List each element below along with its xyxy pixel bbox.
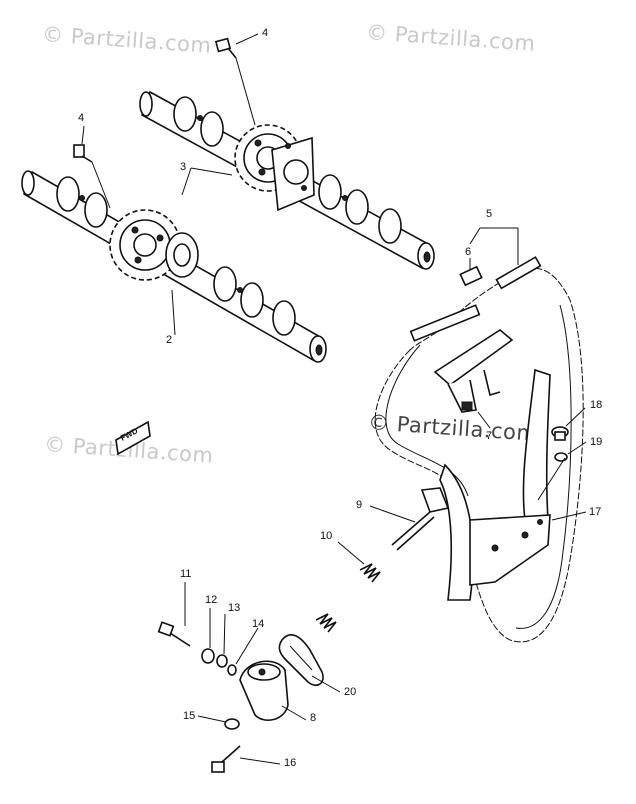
bolt-18: [551, 426, 569, 441]
washer-13: [216, 654, 228, 668]
callout-18: 18: [590, 399, 603, 411]
bolt-4-upper: [214, 37, 237, 59]
fwd-arrow-icon: [115, 420, 151, 456]
callout-13: 13: [228, 602, 241, 614]
bolt-11: [157, 621, 191, 647]
tensioner-rod: [391, 487, 450, 551]
callout-19: 19: [590, 436, 603, 448]
tensioner-body: [239, 660, 289, 721]
callout-4: 4: [262, 27, 269, 39]
cam-chain: [374, 267, 584, 643]
chain-link-5: [495, 256, 542, 290]
callout-4: 4: [78, 112, 85, 124]
callout-20: 20: [344, 686, 357, 698]
upper-bearing-plate: [271, 136, 315, 212]
chain-section: [409, 304, 481, 342]
callout-14: 14: [252, 618, 265, 630]
washer-19: [554, 452, 568, 462]
callout-17: 17: [589, 506, 602, 518]
spring-10: [315, 563, 381, 633]
callout-7: 7: [486, 430, 493, 442]
plug-15: [224, 718, 240, 730]
bolt-16: [211, 745, 241, 773]
callout-12: 12: [205, 594, 218, 606]
gasket-20: [278, 634, 324, 687]
callout-6: 6: [465, 246, 472, 258]
callout-8: 8: [310, 712, 317, 724]
leader-lines: [81, 33, 587, 765]
callout-9: 9: [356, 499, 363, 511]
lower-sprocket: [109, 209, 181, 281]
callout-10: 10: [320, 530, 333, 542]
tensioner-arm: [439, 368, 551, 601]
callout-11: 11: [180, 568, 192, 580]
callout-3: 3: [180, 161, 187, 173]
callout-5: 5: [486, 208, 493, 220]
callout-16: 16: [284, 757, 297, 769]
o-ring-14: [227, 664, 237, 676]
lower-bearing-ring: [165, 232, 199, 278]
nut-12: [201, 648, 215, 664]
callout-15: 15: [183, 710, 196, 722]
callout-2: 2: [166, 334, 173, 346]
bolt-4-lower: [73, 144, 93, 163]
chain-guide: [433, 329, 514, 413]
chain-joint-6: [459, 265, 483, 287]
